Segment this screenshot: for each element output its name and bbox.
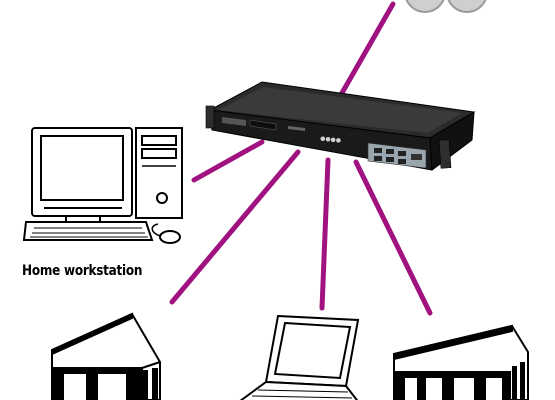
link-router-cloud — [335, 1, 396, 103]
home-workstation-label: Home workstation — [22, 263, 143, 279]
office-building-icon — [51, 312, 161, 400]
desktop-computer-icon — [22, 127, 183, 244]
rack-router-icon: ●●●● — [205, 81, 476, 171]
link-router-office-right — [353, 159, 433, 316]
link-router-office-left — [169, 149, 301, 305]
link-router-home-workstation — [191, 139, 265, 183]
office-building-icon — [393, 324, 529, 400]
brand-logo: ●●●● — [320, 135, 342, 144]
cloud-icon — [405, 0, 487, 13]
laptop-icon — [239, 314, 360, 400]
link-router-laptop — [319, 157, 331, 311]
connection-links — [169, 1, 433, 316]
